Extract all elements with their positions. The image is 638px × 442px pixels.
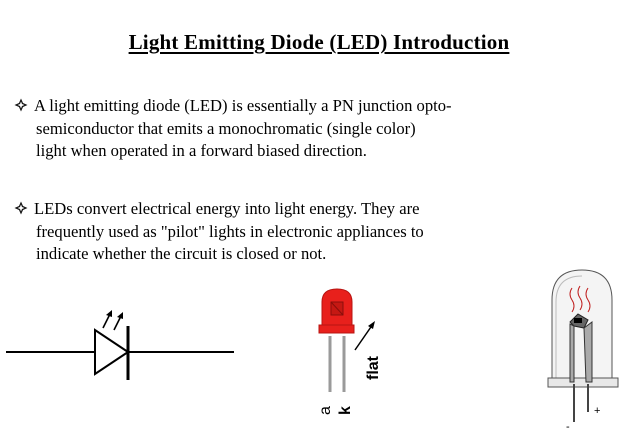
light-wave-icon	[569, 285, 591, 313]
diamond-bullet-icon	[14, 201, 28, 215]
bullet-1-line-1: A light emitting diode (LED) is essentia…	[14, 95, 622, 118]
flat-label: flat	[365, 355, 382, 380]
diamond-bullet-icon	[14, 98, 28, 112]
bullet-2: LEDs convert electrical energy into ligh…	[14, 198, 622, 266]
plus-label: +	[594, 405, 600, 417]
led-cutaway-drawing: - +	[547, 269, 619, 433]
led-schematic-symbol	[6, 310, 234, 380]
bullet-1-line-3: light when operated in a forward biased …	[36, 141, 367, 160]
lead-k-label: k	[337, 406, 354, 415]
bullet-2-line-2: frequently used as "pilot" lights in ele…	[36, 221, 424, 241]
bullet-2-line-3: indicate whether the circuit is closed o…	[36, 244, 327, 263]
bullet-1: A light emitting diode (LED) is essentia…	[14, 95, 622, 163]
slide-title: Light Emitting Diode (LED) Introduction	[128, 30, 510, 54]
light-arrows-icon	[102, 310, 123, 331]
bullet-2-line-1: LEDs convert electrical energy into ligh…	[14, 198, 622, 221]
led-component-drawing: a k flat	[317, 288, 382, 415]
bullet-1-line-2: semiconductor that emits a monochromatic…	[36, 118, 416, 138]
lead-a-label: a	[317, 406, 334, 415]
minus-label: -	[566, 421, 570, 433]
